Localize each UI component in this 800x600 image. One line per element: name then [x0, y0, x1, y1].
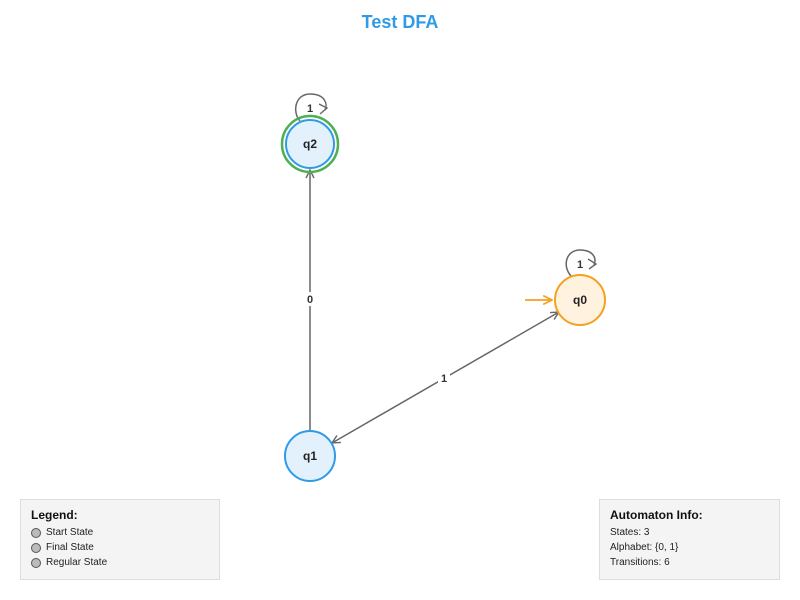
transition-q1-q2: 0 [304, 170, 316, 430]
state-label-q1: q1 [303, 449, 317, 463]
state-q0[interactable]: q0 [554, 274, 606, 326]
legend-dot-icon [31, 542, 41, 553]
transition-label-q1-q0: 1 [441, 373, 447, 385]
legend-item-start: Start State [31, 525, 209, 540]
self-loop-q0: 1 [565, 249, 598, 277]
transition-label-q1-q2: 0 [307, 294, 313, 306]
info-title: Automaton Info: [610, 508, 703, 522]
legend-item-regular: Regular State [31, 555, 209, 570]
legend-label-final: Final State [46, 542, 94, 553]
transition-q1-q0: 1 [332, 312, 559, 443]
state-label-q2: q2 [303, 137, 317, 151]
state-q1[interactable]: q1 [284, 430, 336, 482]
info-alphabet: Alphabet: {0, 1} [610, 542, 679, 553]
self-loop-q2: 1 [294, 93, 329, 122]
self-loop-label-q2: 1 [307, 103, 313, 115]
info-panel: Automaton Info: States: 3 Alphabet: {0, … [599, 499, 780, 580]
legend-label-start: Start State [46, 527, 94, 538]
self-loop-label-q0: 1 [577, 259, 583, 271]
legend-label-regular: Regular State [46, 557, 108, 568]
legend-dot-icon [31, 557, 41, 568]
legend-title: Legend: [31, 508, 78, 522]
dfa-diagram: 0 1 1 1 q2 q0 [280, 93, 606, 482]
info-states: States: 3 [610, 527, 650, 538]
state-q2[interactable]: q2 [280, 114, 340, 174]
state-label-q0: q0 [573, 293, 587, 307]
legend-panel: Legend: Start State Final State Regular … [20, 499, 220, 580]
diagram-title: Test DFA [361, 12, 439, 32]
legend-item-final: Final State [31, 540, 209, 555]
legend-dot-icon [31, 527, 41, 538]
info-transitions: Transitions: 6 [610, 557, 670, 568]
